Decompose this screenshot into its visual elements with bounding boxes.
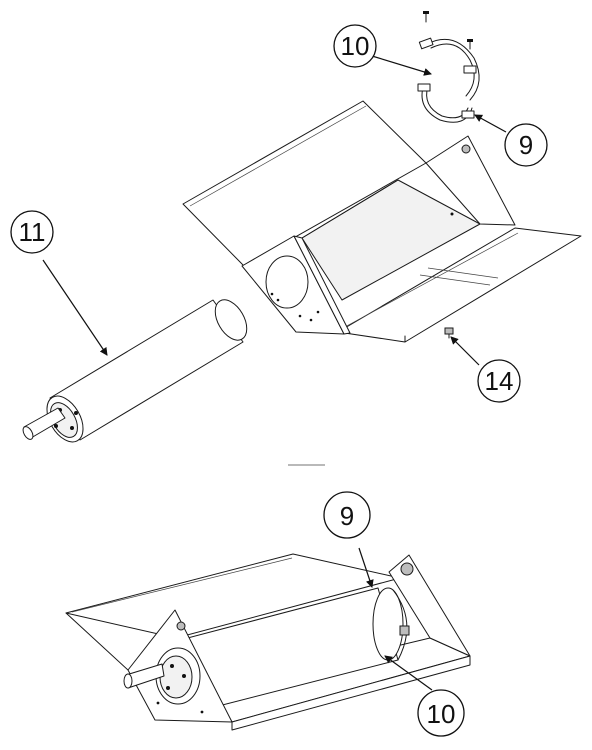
absorber-tube [22, 299, 248, 443]
callout-label: 11 [19, 217, 46, 247]
callout-label: 10 [427, 699, 456, 729]
callout-bubble: 14 [477, 359, 521, 403]
end-plate-right [425, 135, 516, 226]
callout-label: 10 [341, 31, 370, 61]
exploded-view [22, 11, 582, 443]
reflector-front-panel [337, 227, 582, 343]
assembled-view [65, 547, 471, 731]
assembled-end-plate-left [123, 609, 233, 723]
screw [444, 327, 454, 339]
callout-bubble: 11 [10, 210, 54, 254]
callout-bubble: 10 [417, 689, 465, 737]
end-plate-left [241, 235, 351, 335]
assembled-tube [179, 587, 410, 713]
callout-label: 9 [340, 501, 354, 531]
callout-bubble: 9 [504, 123, 548, 167]
callout-label: 9 [519, 130, 533, 160]
trough-body [301, 179, 499, 301]
assembled-end-plate-right [388, 554, 471, 657]
callout-bubble: 9 [323, 491, 371, 539]
clamp-rings [417, 11, 480, 123]
callout-bubble: 10 [333, 24, 377, 68]
callout-label: 14 [485, 366, 514, 396]
